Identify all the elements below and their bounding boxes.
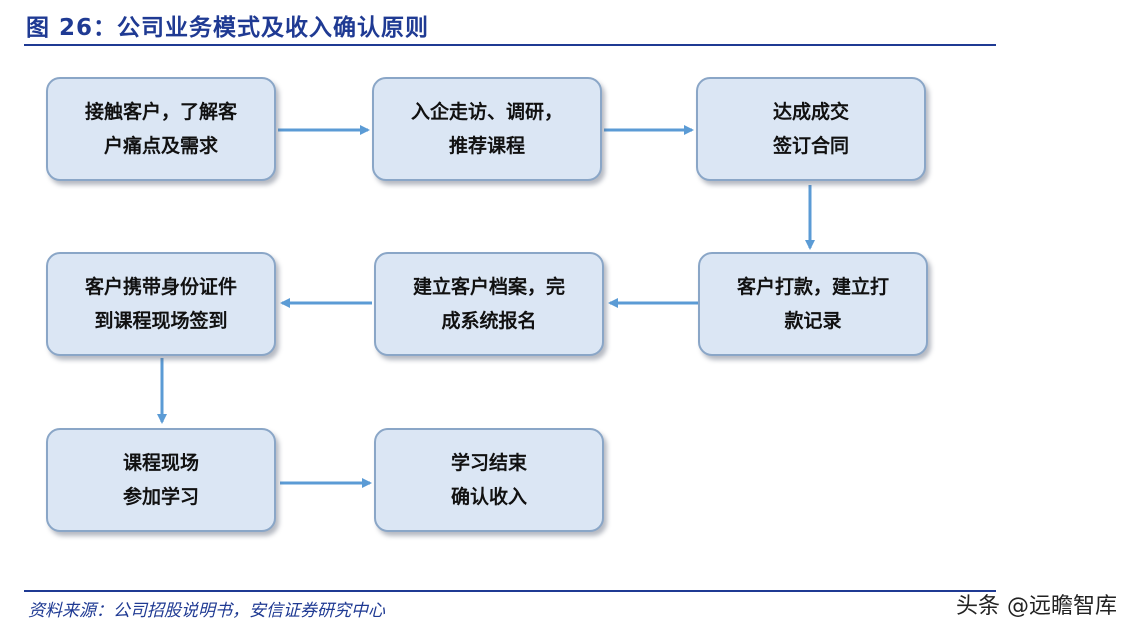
node-line: 签订合同 (772, 135, 849, 157)
node-line: 推荐课程 (448, 135, 525, 157)
figure-title: 图 26：公司业务模式及收入确认原则 (26, 15, 430, 41)
node-line: 参加学习 (122, 486, 199, 508)
node-line: 到课程现场签到 (94, 310, 228, 332)
node-line: 款记录 (784, 310, 842, 332)
node-line: 户痛点及需求 (103, 135, 218, 157)
node-on-site-checkin: 客户携带身份证件 到课程现场签到 (46, 252, 276, 356)
node-line: 入企走访、调研， (410, 101, 563, 123)
node-line: 课程现场 (122, 452, 199, 474)
title-divider (24, 44, 996, 46)
node-line: 学习结束 (450, 452, 527, 474)
node-line: 达成成交 (772, 101, 849, 123)
node-line: 建立客户档案，完 (412, 276, 565, 298)
node-recognize-revenue: 学习结束 确认收入 (374, 428, 604, 532)
node-line: 客户打款，建立打 (736, 276, 889, 298)
node-attend-course: 课程现场 参加学习 (46, 428, 276, 532)
node-line: 确认收入 (450, 486, 527, 508)
node-contact-customer: 接触客户，了解客 户痛点及需求 (46, 77, 276, 181)
source-note: 资料来源：公司招股说明书，安信证券研究中心 (28, 601, 385, 621)
node-payment-record: 客户打款，建立打 款记录 (698, 252, 928, 356)
node-sign-contract: 达成成交 签订合同 (696, 77, 926, 181)
node-line: 成系统报名 (441, 310, 537, 332)
watermark: 头条 @远瞻智库 (956, 594, 1117, 619)
node-line: 客户携带身份证件 (84, 276, 237, 298)
node-company-visit: 入企走访、调研， 推荐课程 (372, 77, 602, 181)
node-line: 接触客户，了解客 (84, 101, 237, 123)
node-customer-file: 建立客户档案，完 成系统报名 (374, 252, 604, 356)
source-divider (24, 590, 996, 592)
